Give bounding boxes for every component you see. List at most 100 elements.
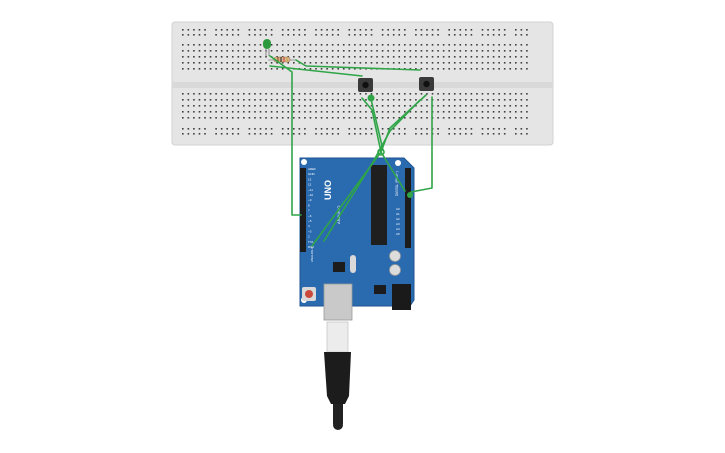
- breadboard-hole[interactable]: [509, 93, 512, 95]
- breadboard-hole[interactable]: [331, 99, 334, 101]
- breadboard-hole[interactable]: [381, 99, 384, 101]
- breadboard-hole[interactable]: [259, 133, 262, 135]
- breadboard-hole[interactable]: [304, 133, 306, 135]
- breadboard-hole[interactable]: [398, 62, 401, 64]
- breadboard-hole[interactable]: [503, 117, 506, 119]
- breadboard-hole[interactable]: [231, 29, 234, 31]
- breadboard-hole[interactable]: [381, 117, 384, 119]
- breadboard-hole[interactable]: [226, 56, 228, 58]
- breadboard-hole[interactable]: [370, 93, 373, 95]
- breadboard-hole[interactable]: [226, 68, 228, 70]
- breadboard-hole[interactable]: [381, 128, 384, 130]
- breadboard-hole[interactable]: [281, 93, 284, 95]
- breadboard-hole[interactable]: [204, 29, 206, 31]
- breadboard-hole[interactable]: [287, 29, 290, 31]
- breadboard-hole[interactable]: [498, 68, 500, 70]
- breadboard-hole[interactable]: [509, 111, 512, 113]
- breadboard-hole[interactable]: [470, 29, 473, 31]
- breadboard-hole[interactable]: [331, 34, 334, 36]
- breadboard-hole[interactable]: [498, 111, 500, 113]
- breadboard-hole[interactable]: [281, 29, 284, 31]
- breadboard-hole[interactable]: [198, 128, 201, 130]
- breadboard-hole[interactable]: [331, 105, 334, 107]
- breadboard-hole[interactable]: [498, 117, 500, 119]
- breadboard-hole[interactable]: [470, 99, 473, 101]
- breadboard-hole[interactable]: [281, 34, 284, 36]
- breadboard-hole[interactable]: [359, 105, 362, 107]
- breadboard-hole[interactable]: [281, 128, 284, 130]
- breadboard-hole[interactable]: [381, 44, 384, 46]
- breadboard-hole[interactable]: [220, 62, 223, 64]
- breadboard-hole[interactable]: [226, 29, 228, 31]
- breadboard-hole[interactable]: [304, 62, 306, 64]
- breadboard-hole[interactable]: [381, 93, 384, 95]
- breadboard-hole[interactable]: [481, 93, 484, 95]
- breadboard-hole[interactable]: [270, 117, 273, 119]
- breadboard-hole[interactable]: [187, 117, 190, 119]
- breadboard-hole[interactable]: [276, 68, 278, 70]
- breadboard-hole[interactable]: [359, 50, 362, 52]
- breadboard-hole[interactable]: [420, 29, 423, 31]
- breadboard-hole[interactable]: [193, 105, 195, 107]
- breadboard-hole[interactable]: [404, 44, 406, 46]
- breadboard-hole[interactable]: [381, 50, 384, 52]
- breadboard-hole[interactable]: [503, 111, 506, 113]
- breadboard-hole[interactable]: [404, 29, 406, 31]
- breadboard-hole[interactable]: [226, 105, 228, 107]
- breadboard-hole[interactable]: [459, 117, 462, 119]
- breadboard-hole[interactable]: [243, 62, 245, 64]
- breadboard-hole[interactable]: [515, 128, 517, 130]
- breadboard-hole[interactable]: [254, 93, 256, 95]
- breadboard-hole[interactable]: [198, 50, 201, 52]
- breadboard-hole[interactable]: [265, 34, 267, 36]
- breadboard-hole[interactable]: [420, 34, 423, 36]
- breadboard-hole[interactable]: [298, 34, 301, 36]
- breadboard-hole[interactable]: [215, 50, 217, 52]
- breadboard-hole[interactable]: [204, 62, 206, 64]
- breadboard-hole[interactable]: [209, 105, 212, 107]
- breadboard-hole[interactable]: [243, 50, 245, 52]
- breadboard-hole[interactable]: [259, 56, 262, 58]
- breadboard-hole[interactable]: [348, 133, 351, 135]
- breadboard-hole[interactable]: [220, 50, 223, 52]
- breadboard-hole[interactable]: [187, 93, 190, 95]
- breadboard-hole[interactable]: [481, 34, 484, 36]
- breadboard-hole[interactable]: [515, 93, 517, 95]
- breadboard-hole[interactable]: [431, 93, 434, 95]
- breadboard-hole[interactable]: [365, 62, 367, 64]
- breadboard-hole[interactable]: [265, 111, 267, 113]
- breadboard-hole[interactable]: [331, 56, 334, 58]
- breadboard-hole[interactable]: [526, 133, 528, 135]
- breadboard-hole[interactable]: [354, 68, 356, 70]
- breadboard-hole[interactable]: [342, 93, 345, 95]
- breadboard-hole[interactable]: [415, 117, 417, 119]
- breadboard-hole[interactable]: [265, 29, 267, 31]
- breadboard-hole[interactable]: [348, 44, 351, 46]
- breadboard-hole[interactable]: [248, 62, 251, 64]
- breadboard-hole[interactable]: [237, 111, 240, 113]
- breadboard-hole[interactable]: [498, 56, 500, 58]
- breadboard-hole[interactable]: [492, 117, 495, 119]
- breadboard-hole[interactable]: [420, 56, 423, 58]
- breadboard-hole[interactable]: [182, 105, 184, 107]
- breadboard-hole[interactable]: [487, 128, 489, 130]
- breadboard-hole[interactable]: [520, 117, 523, 119]
- breadboard-hole[interactable]: [215, 117, 217, 119]
- breadboard-hole[interactable]: [359, 128, 362, 130]
- breadboard-hole[interactable]: [442, 56, 445, 58]
- breadboard-hole[interactable]: [293, 93, 295, 95]
- breadboard-hole[interactable]: [420, 93, 423, 95]
- breadboard-hole[interactable]: [204, 56, 206, 58]
- breadboard-hole[interactable]: [248, 44, 251, 46]
- breadboard-hole[interactable]: [342, 56, 345, 58]
- breadboard-hole[interactable]: [265, 68, 267, 70]
- breadboard-hole[interactable]: [459, 68, 462, 70]
- breadboard-hole[interactable]: [293, 111, 295, 113]
- breadboard-hole[interactable]: [398, 133, 401, 135]
- breadboard-hole[interactable]: [503, 93, 506, 95]
- breadboard-hole[interactable]: [498, 34, 500, 36]
- breadboard-hole[interactable]: [392, 56, 395, 58]
- breadboard-hole[interactable]: [437, 128, 439, 130]
- breadboard-hole[interactable]: [437, 56, 439, 58]
- breadboard-hole[interactable]: [476, 56, 478, 58]
